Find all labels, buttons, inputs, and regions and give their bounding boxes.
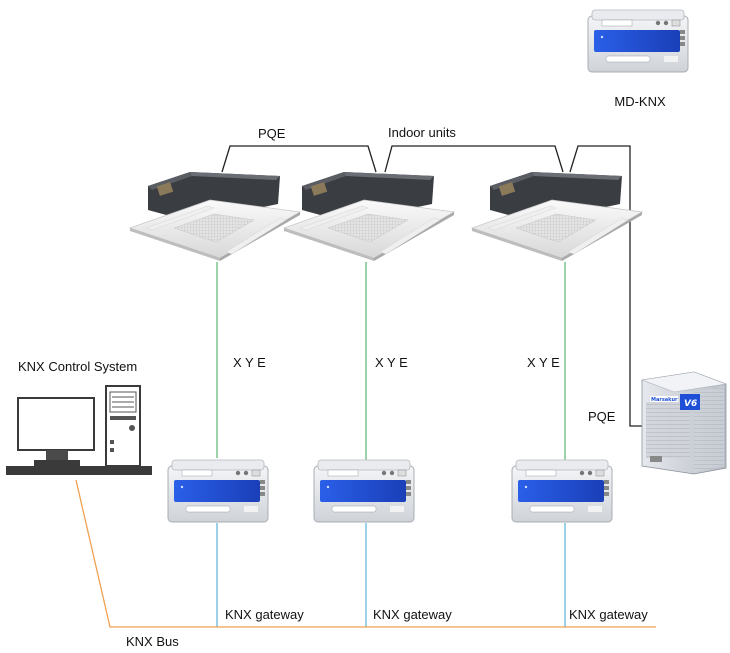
knx-control-system-label: KNX Control System: [18, 359, 137, 374]
indoor-unit-2: [283, 171, 455, 262]
xye-lines: [216, 262, 566, 460]
knx-bus-line: [75, 479, 656, 628]
knx-gateway-device-3: [511, 459, 613, 523]
md-knx-device: [587, 9, 689, 73]
knx-gateway-device-2: [313, 459, 415, 523]
xye-label-2: X Y E: [375, 355, 408, 370]
outdoor-badge-text: V6: [684, 399, 697, 409]
md-knx-label: MD-KNX: [614, 94, 666, 109]
indoor-units-label: Indoor units: [388, 125, 456, 140]
knx-gateway-device-1: [167, 459, 269, 523]
knx-drop-lines: [216, 523, 566, 627]
pc-workstation: [6, 385, 152, 475]
knx-gateway-label-1: KNX gateway: [225, 607, 304, 622]
indoor-unit-1: [129, 171, 301, 262]
indoor-unit-3: [471, 171, 643, 262]
xye-label-1: X Y E: [233, 355, 266, 370]
outdoor-brand-text: Marsakur: [651, 397, 678, 403]
xye-label-3: X Y E: [527, 355, 560, 370]
outdoor-unit: Marsakur V6: [640, 371, 728, 475]
pqe-outdoor-label: PQE: [588, 409, 616, 424]
knx-gateway-label-2: KNX gateway: [373, 607, 452, 622]
knx-bus-label: KNX Bus: [126, 634, 179, 649]
pqe-wiring: [221, 145, 648, 427]
pqe-top-label: PQE: [258, 126, 286, 141]
knx-gateway-label-3: KNX gateway: [569, 607, 648, 622]
